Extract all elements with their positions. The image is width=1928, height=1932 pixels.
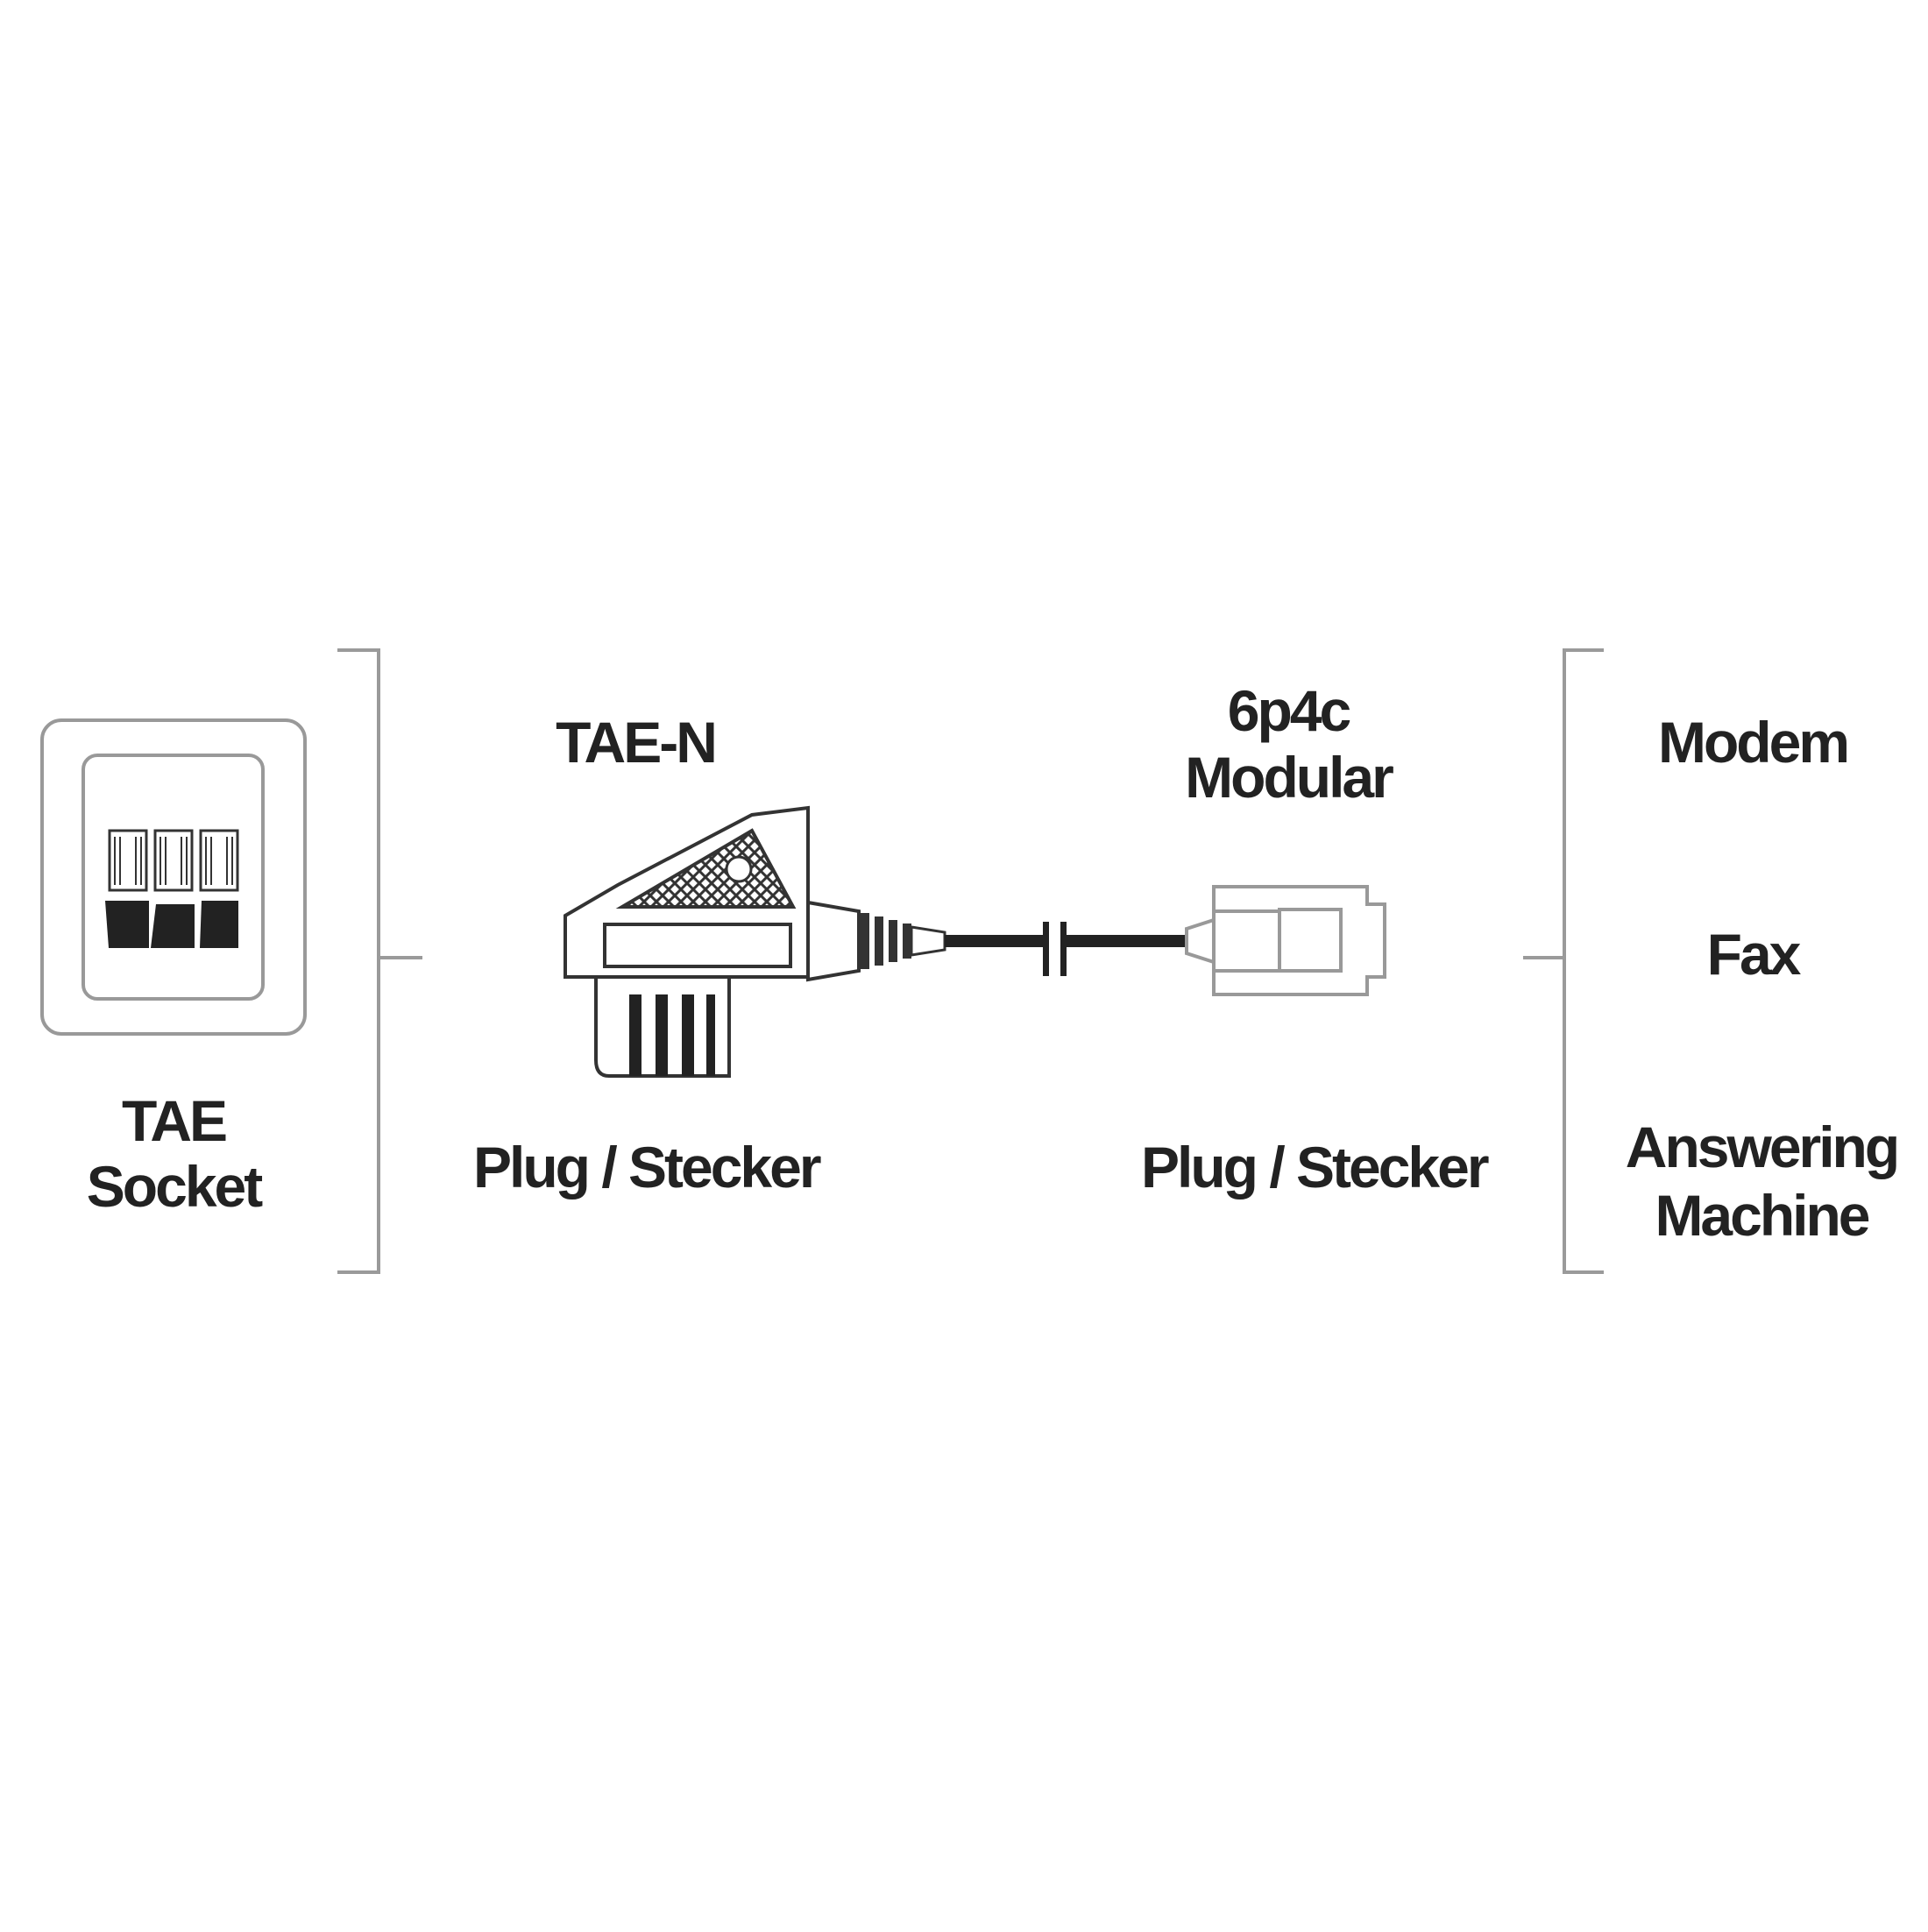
tae-n-plug-icon <box>564 805 946 1078</box>
device-modem: Modem <box>1658 710 1850 775</box>
modular-plug-type-line2: Modular <box>1185 745 1394 810</box>
device-answering: Answering <box>1625 1115 1900 1179</box>
modular-plug-icon <box>1185 885 1386 996</box>
right-bracket <box>1523 648 1604 1274</box>
device-fax: Fax <box>1706 922 1802 987</box>
socket-label-line2: Socket <box>86 1154 263 1219</box>
left-bracket <box>337 648 422 1274</box>
socket-label-line1: TAE <box>121 1088 228 1153</box>
modular-plug-type-line1: 6p4c <box>1227 678 1351 743</box>
cable-line <box>945 922 1187 976</box>
tae-socket-icon <box>40 718 307 1036</box>
device-machine: Machine <box>1655 1183 1870 1248</box>
tae-plug-type-label: TAE-N <box>556 710 718 775</box>
tae-plug-caption: Plug / Stecker <box>473 1135 822 1200</box>
modular-plug-caption: Plug / Stecker <box>1141 1135 1490 1200</box>
